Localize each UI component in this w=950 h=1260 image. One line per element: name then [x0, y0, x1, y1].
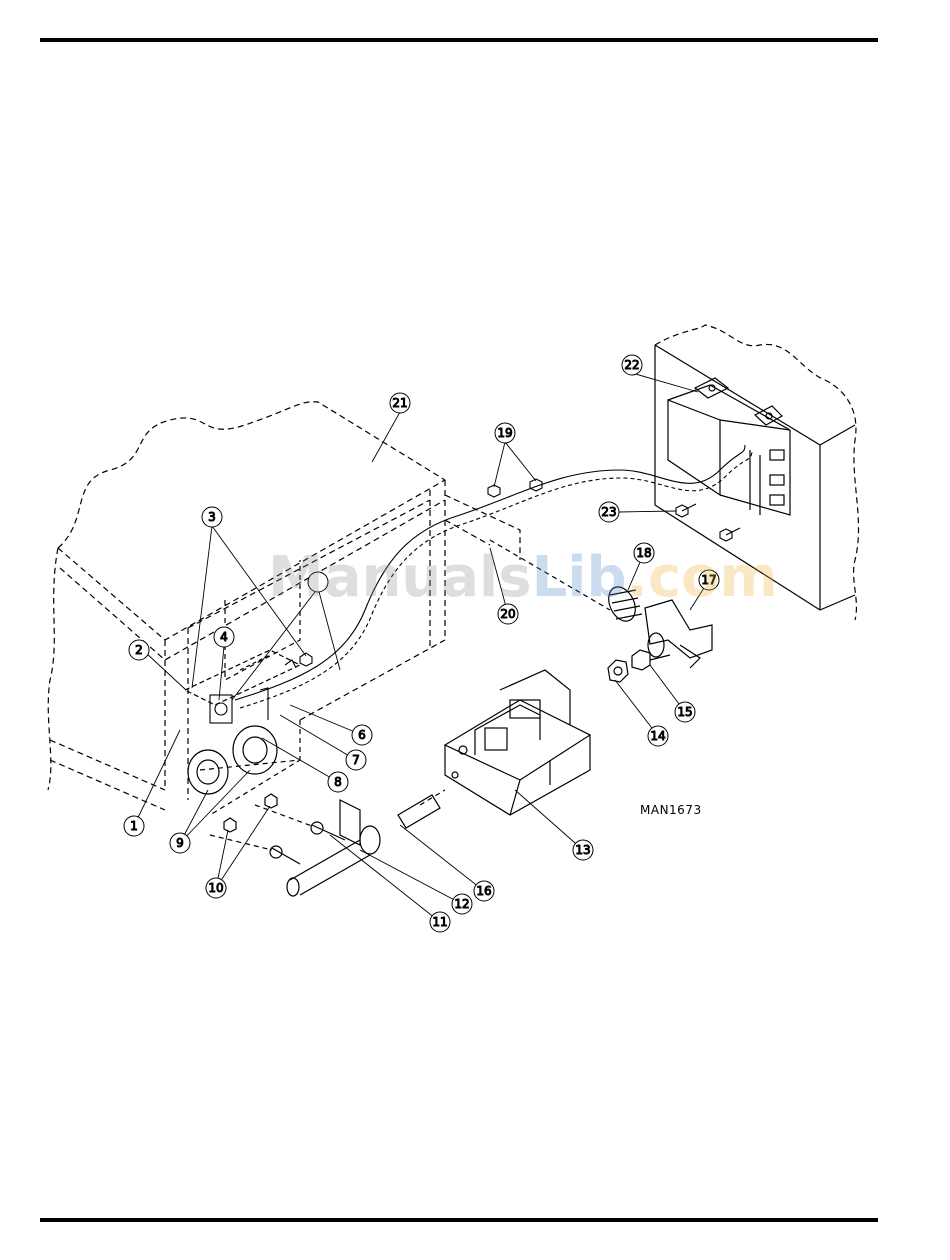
callout-13: 16: [474, 881, 494, 901]
leader-lines: [134, 373, 709, 922]
callout-9: 9: [170, 833, 190, 853]
callout-2: 2: [129, 640, 149, 660]
callout-12: 12: [452, 894, 472, 914]
svg-text:11: 11: [432, 915, 447, 929]
callout-8: 8: [328, 772, 348, 792]
svg-text:8: 8: [334, 775, 342, 789]
svg-text:19: 19: [497, 426, 512, 440]
callout-10: 10: [206, 878, 226, 898]
callout-19: 19: [495, 423, 515, 443]
svg-text:9: 9: [176, 836, 184, 850]
callout-7: 7: [346, 750, 366, 770]
burner-rings-9: [188, 726, 277, 794]
callout-22: 22: [622, 355, 642, 375]
callout-23: 23: [599, 502, 619, 522]
svg-text:16: 16: [476, 884, 491, 898]
svg-text:10: 10: [208, 881, 223, 895]
screws-23: [676, 504, 740, 541]
drawing-reference: MAN1673: [640, 803, 702, 817]
callout-3: 3: [202, 507, 222, 527]
callout-1: 1: [124, 816, 144, 836]
callout-16: 15: [675, 702, 695, 722]
svg-text:12: 12: [454, 897, 469, 911]
svg-text:14: 14: [650, 729, 665, 743]
svg-text:3: 3: [208, 510, 216, 524]
svg-text:1: 1: [130, 819, 138, 833]
callout-4: 4: [214, 627, 234, 647]
svg-text:4: 4: [220, 630, 228, 644]
svg-text:6: 6: [358, 728, 366, 742]
svg-text:15: 15: [677, 705, 692, 719]
gas-valve: [445, 670, 590, 815]
callout-21: 21: [390, 393, 410, 413]
callout-15: 14: [648, 726, 668, 746]
callout-11: 11: [430, 912, 450, 932]
callouts: 21 19 22 23 3 18 17 20 4 2 15 14 6 7 8 1…: [124, 355, 719, 932]
svg-text:7: 7: [352, 753, 360, 767]
callout-6: 6: [352, 725, 372, 745]
callout-14: 13: [573, 840, 593, 860]
svg-text:22: 22: [624, 358, 639, 372]
svg-text:2: 2: [135, 643, 143, 657]
svg-text:21: 21: [392, 396, 407, 410]
svg-text:23: 23: [601, 505, 616, 519]
svg-text:13: 13: [575, 843, 590, 857]
watermark-logo: ManualsLib.com: [268, 545, 778, 610]
